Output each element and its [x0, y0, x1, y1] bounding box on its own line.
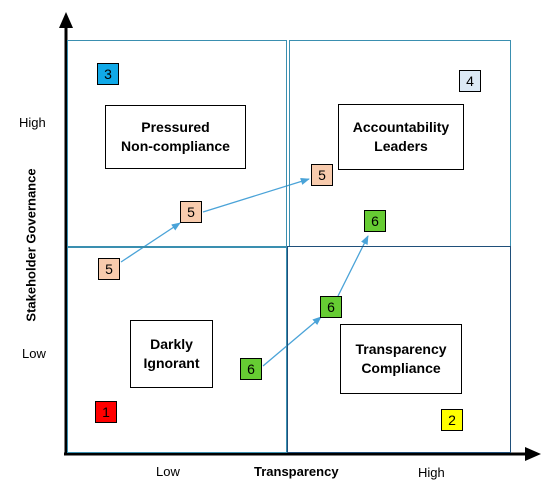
arrow-5b-to-5c [202, 177, 310, 213]
quadrant-bottom-left [67, 247, 287, 453]
marker-5c: 5 [311, 164, 333, 186]
y-axis-high-label: High [19, 115, 46, 130]
marker-4: 4 [459, 70, 481, 92]
y-axis-arrowhead [59, 12, 73, 28]
label-accountability-leaders: Accountability Leaders [338, 104, 464, 170]
x-axis-title: Transparency [254, 464, 339, 479]
x-axis-low-label: Low [156, 464, 180, 479]
arrow-6a-to-6b [262, 316, 322, 367]
label-darkly-ignorant: Darkly Ignorant [130, 320, 213, 388]
marker-6a: 6 [240, 358, 262, 380]
marker-5b: 5 [180, 201, 202, 223]
quadrant-top-left [67, 40, 287, 247]
marker-2: 2 [441, 409, 463, 431]
marker-1: 1 [95, 401, 117, 423]
y-axis-title: Stakeholder Governance [23, 168, 39, 322]
marker-6b: 6 [320, 296, 342, 318]
quadrant-bottom-right [287, 246, 511, 453]
marker-3: 3 [97, 63, 119, 85]
label-transparency-compliance: Transparency Compliance [340, 324, 462, 394]
marker-6c: 6 [364, 210, 386, 232]
arrow-5a-to-5b [120, 222, 181, 263]
marker-5a: 5 [98, 258, 120, 280]
x-axis-high-label: High [418, 465, 445, 480]
label-pressured-non-compliance: Pressured Non-compliance [105, 105, 246, 169]
y-axis-low-label: Low [22, 346, 46, 361]
x-axis-arrowhead [525, 447, 541, 461]
